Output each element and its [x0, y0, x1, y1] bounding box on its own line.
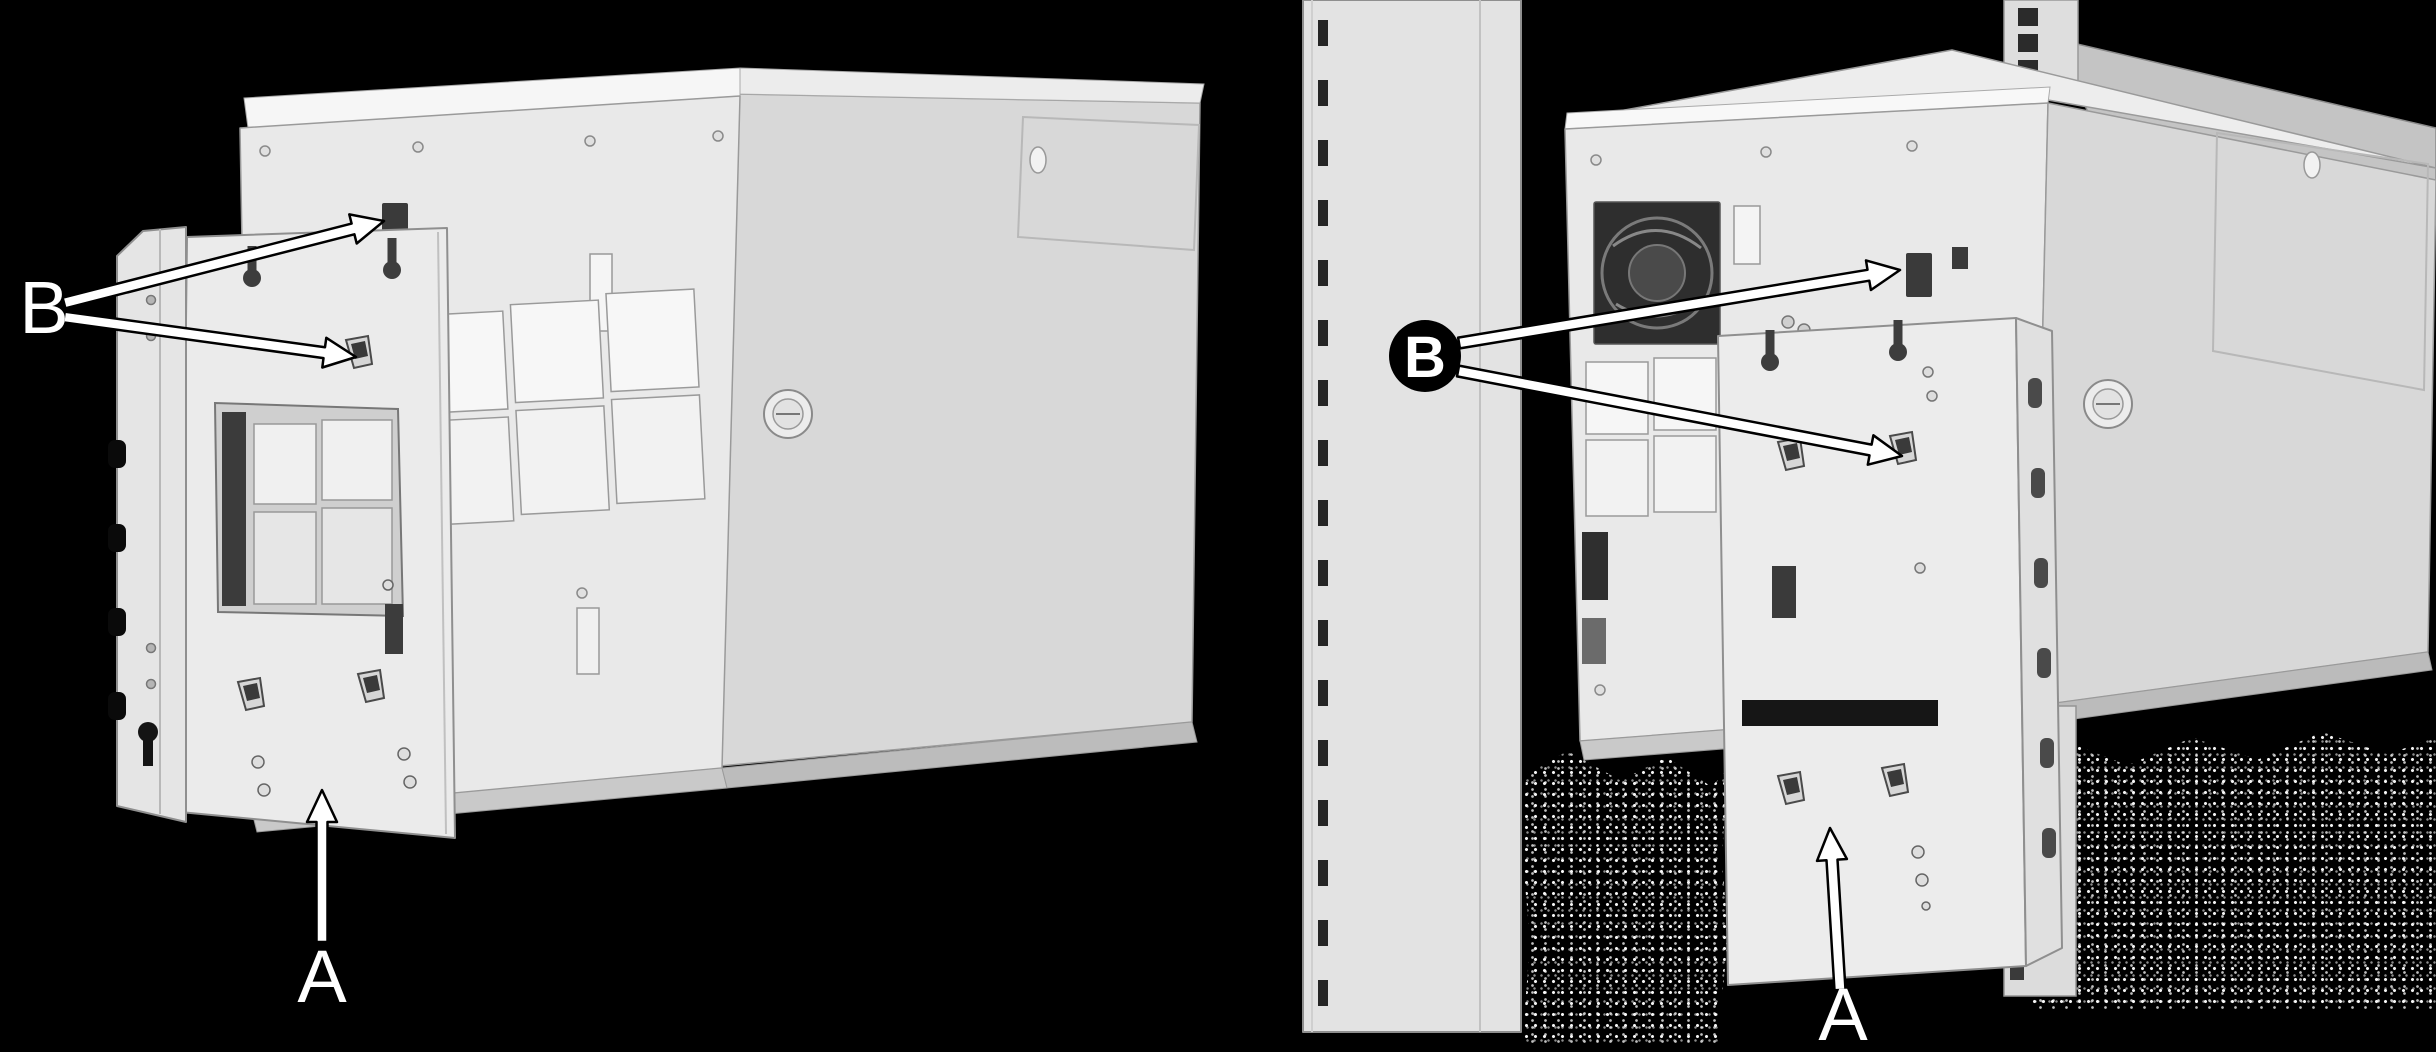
- plate-keyhole-slot: [1893, 320, 1903, 352]
- bracket-notch: [108, 440, 126, 468]
- pole-slot-column: [1318, 20, 1328, 1006]
- bracket-hole: [145, 294, 157, 306]
- screw-hole: [382, 579, 394, 591]
- plate-keyhole: [243, 269, 261, 287]
- screw-hole: [1911, 845, 1925, 859]
- plate-keyhole-slot: [247, 246, 257, 278]
- screw-hole: [1594, 684, 1606, 696]
- callout-b-arrow-lower: [62, 310, 358, 369]
- callout-a-label: A: [1818, 973, 1868, 1052]
- screw-hole: [403, 775, 417, 789]
- callout-b-label: B: [1404, 325, 1446, 390]
- plate-keyhole: [1761, 353, 1779, 371]
- opening-window: [253, 511, 317, 605]
- screw-hole: [1914, 562, 1926, 574]
- callout-a-arrow: [305, 788, 339, 944]
- plate-body: [1717, 317, 2027, 986]
- latch-slot-upper: [1906, 253, 1932, 297]
- plate-keyhole: [383, 261, 401, 279]
- floor-pole: [1302, 0, 1522, 1033]
- plate-hook-lower: [1880, 762, 1910, 798]
- mounting-plate: [179, 227, 456, 839]
- screw-hole: [1922, 366, 1934, 378]
- flange-slots: [2028, 378, 2056, 858]
- screw-hole: [257, 783, 271, 797]
- screw-hole: [1915, 873, 1929, 887]
- bracket-keyhole-slot: [143, 732, 153, 766]
- window-grid: [414, 288, 706, 527]
- plate-hook-lower: [236, 676, 266, 712]
- screw-hole: [259, 145, 271, 157]
- fan-ring: [1600, 216, 1714, 330]
- screw-hole: [584, 135, 596, 147]
- plate-hook-lower: [1776, 770, 1806, 806]
- side-access-door: [2211, 131, 2430, 392]
- bracket-notch: [108, 608, 126, 636]
- side-oval-hole: [2303, 151, 2321, 179]
- opening-window: [321, 419, 393, 501]
- right-view: B A: [1302, 0, 2436, 1052]
- dark-slot: [1582, 618, 1606, 664]
- fan-hub: [1628, 244, 1686, 302]
- screw-hole: [1926, 390, 1938, 402]
- vent-slot: [576, 607, 600, 675]
- plate-slot: [385, 604, 403, 654]
- side-oval-hole: [1029, 146, 1047, 174]
- plate-opening-shadow: [222, 412, 246, 606]
- screw-hole: [1921, 901, 1931, 911]
- plate-keyhole: [1889, 343, 1907, 361]
- plate-hook-lower: [356, 668, 386, 704]
- opening-window: [321, 507, 393, 605]
- pole-body: [1302, 0, 1522, 1033]
- vent-slot: [1733, 205, 1761, 265]
- plate-fold-line: [437, 231, 447, 835]
- chassis-bottom-side: [721, 721, 1198, 789]
- screw-hole: [1590, 154, 1602, 166]
- plate-keyhole-slot: [1765, 330, 1775, 362]
- plate-keyhole-slot: [387, 238, 397, 270]
- screw-hole: [576, 587, 588, 599]
- callout-a-label: A: [297, 935, 347, 1018]
- noise-texture-right: [2030, 732, 2436, 1010]
- wall-bracket: [108, 226, 187, 823]
- opening-window: [253, 423, 317, 505]
- callout-b-arrow-upper: [61, 213, 386, 310]
- fan-blade: [1612, 229, 1702, 250]
- bracket-hole: [145, 678, 157, 690]
- callouts-left: B A: [19, 213, 386, 1018]
- window-grid-cell: [1653, 435, 1717, 513]
- plate-opening-slot: [1742, 700, 1938, 726]
- screw-hole: [412, 141, 424, 153]
- window-grid-cell: [1585, 439, 1649, 517]
- callout-b-arrow-upper: [1456, 259, 1902, 350]
- callout-a-arrow: [1815, 826, 1849, 992]
- callout-b-badge: [1389, 320, 1461, 392]
- dark-slot: [1582, 532, 1608, 600]
- noise-texture-left: [1522, 750, 1728, 1043]
- screw-hole: [712, 130, 724, 142]
- bolt: [1781, 315, 1795, 329]
- screw-hole: [397, 747, 411, 761]
- screw-hole: [1760, 146, 1772, 158]
- left-view: B A: [19, 67, 1205, 1018]
- callout-b-arrow-lower: [1455, 364, 1904, 466]
- bracket-notch: [108, 524, 126, 552]
- screw-hole: [1906, 140, 1918, 152]
- callout-b-label: B: [19, 266, 68, 349]
- plate-flange: [2015, 317, 2063, 967]
- side-access-door: [1016, 115, 1201, 252]
- bracket-hole: [145, 642, 157, 654]
- callouts-right: B A: [1389, 259, 1904, 1052]
- screw-hole: [251, 755, 265, 769]
- bracket-notch: [108, 692, 126, 720]
- small-slot: [1952, 247, 1968, 269]
- plate-slot: [1772, 566, 1796, 618]
- mounting-plate-right: [1717, 317, 2063, 986]
